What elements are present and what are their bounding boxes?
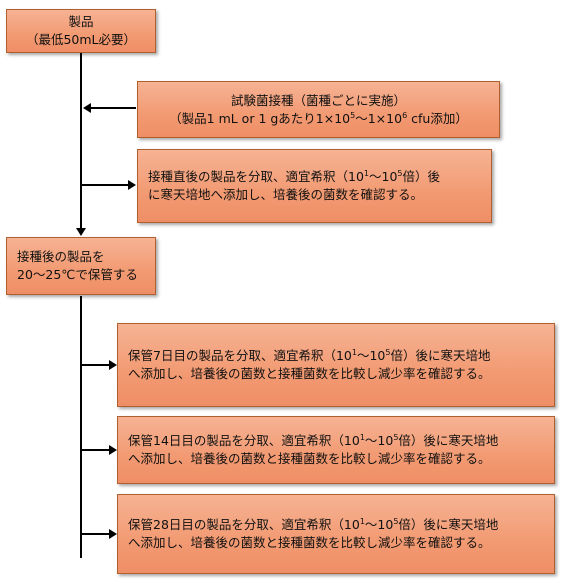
day14-box: 保管14日目の製品を分取、適宜希釈（101～105倍）後に寒天培地 へ添加し、培… [117, 416, 555, 484]
arrow-inoculation [83, 103, 91, 113]
branch-day14 [81, 449, 110, 451]
main-connector-top [80, 52, 82, 230]
arrow-to-storage [76, 228, 86, 236]
branch-immediate [81, 184, 129, 186]
day7-line2: へ添加し、培養後の菌数と接種菌数を比較し減少率を確認する。 [128, 366, 491, 381]
immediate-count-line1: 接種直後の製品を分取、適宜希釈（101～105倍）後 [148, 168, 441, 184]
branch-day7 [81, 364, 110, 366]
storage-line1: 接種後の製品を [17, 249, 105, 264]
day28-line1: 保管28日目の製品を分取、適宜希釈（101～105倍）後に寒天培地 [128, 516, 499, 532]
day28-box: 保管28日目の製品を分取、適宜希釈（101～105倍）後に寒天培地 へ添加し、培… [117, 494, 555, 574]
storage-box: 接種後の製品を 20～25℃で保管する [6, 237, 156, 295]
storage-line2: 20～25℃で保管する [17, 267, 138, 282]
product-box: 製品 （最低50mL必要） [6, 9, 156, 53]
immediate-count-box: 接種直後の製品を分取、適宜希釈（101～105倍）後 に寒天培地へ添加し、培養後… [137, 149, 492, 223]
product-title: 製品 [68, 14, 94, 29]
immediate-count-line2: に寒天培地へ添加し、培養後の菌数を確認する。 [148, 187, 424, 202]
day14-line1: 保管14日目の製品を分取、適宜希釈（101～105倍）後に寒天培地 [128, 432, 499, 448]
day7-line1: 保管7日目の製品を分取、適宜希釈（101～105倍）後に寒天培地 [128, 347, 491, 363]
arrow-day28 [109, 529, 117, 539]
day7-box: 保管7日目の製品を分取、適宜希釈（101～105倍）後に寒天培地 へ添加し、培養… [117, 323, 555, 407]
day28-line2: へ添加し、培養後の菌数と接種菌数を比較し減少率を確認する。 [128, 535, 491, 550]
product-note: （最低50mL必要） [25, 32, 137, 47]
main-connector-bottom [80, 296, 82, 558]
branch-day28 [81, 533, 110, 535]
inoculation-title: 試験菌接種（菌種ごとに実施） [230, 92, 406, 108]
inoculation-box: 試験菌接種（菌種ごとに実施） （製品1 mL or 1 gあたり1×105～1×… [137, 81, 500, 138]
inoculation-detail: （製品1 mL or 1 gあたり1×105～1×106 cfu添加） [169, 110, 468, 126]
day14-line2: へ添加し、培養後の菌数と接種菌数を比較し減少率を確認する。 [128, 451, 491, 466]
branch-inoculation [90, 107, 136, 109]
arrow-day14 [109, 445, 117, 455]
arrow-day7 [109, 360, 117, 370]
arrow-immediate [128, 180, 136, 190]
